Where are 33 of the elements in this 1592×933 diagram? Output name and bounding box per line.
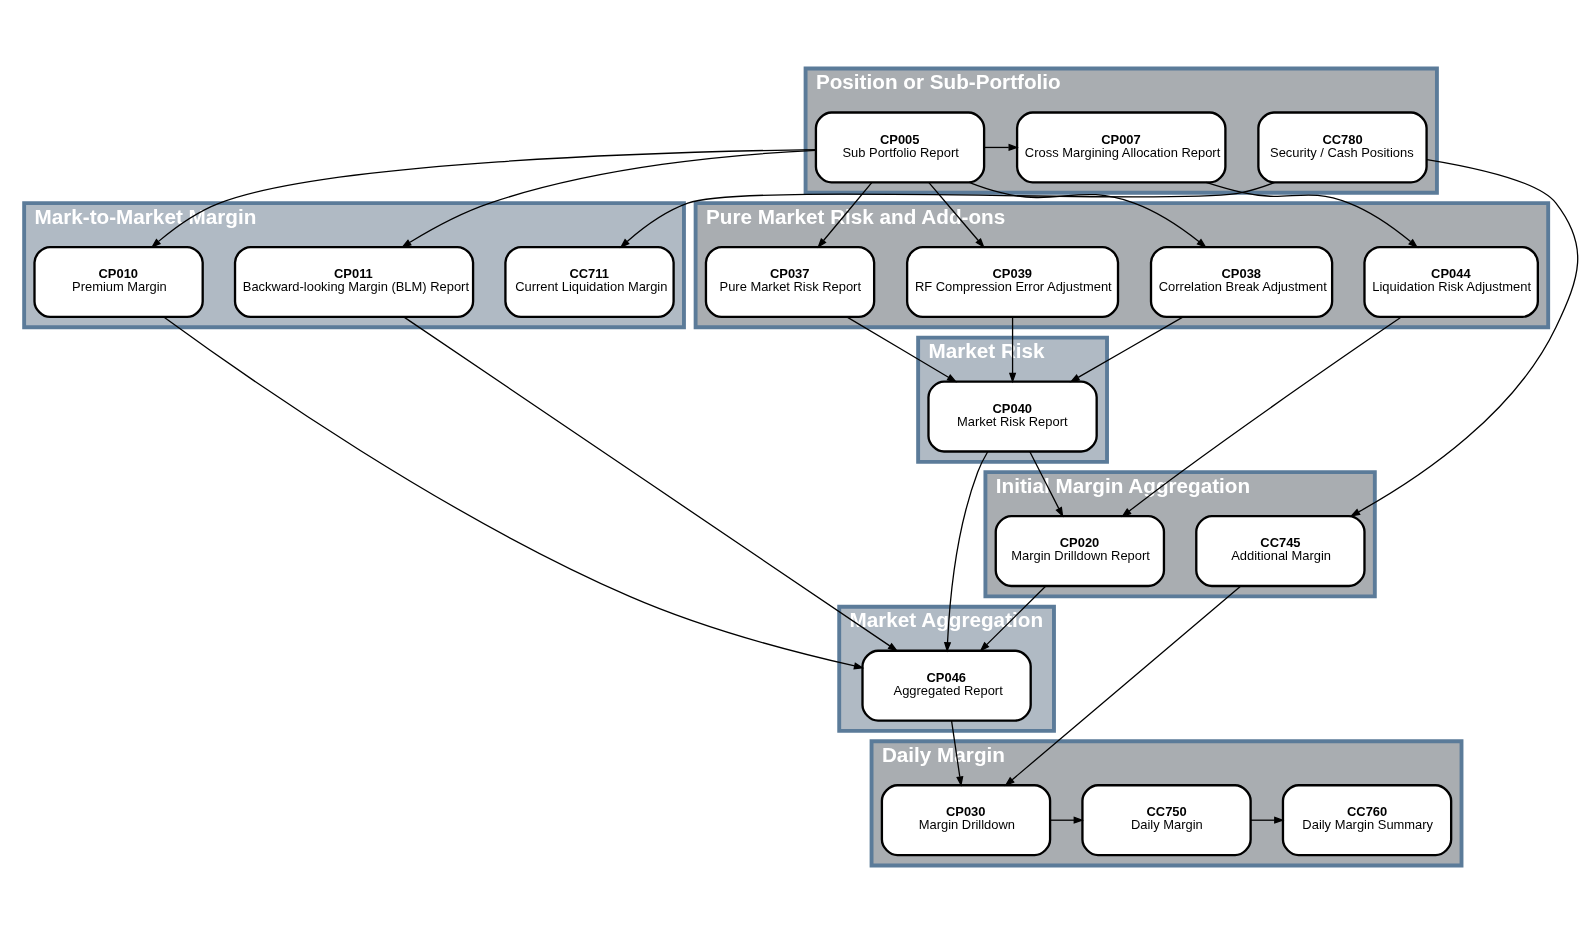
arrow bbox=[619, 181, 1276, 248]
node-box: CP010 Premium Margin bbox=[33, 245, 204, 318]
node-box: CP040 Market Risk Report bbox=[927, 379, 1098, 453]
node-box: CP005 Sub Portfolio Report bbox=[814, 110, 986, 184]
arrow bbox=[1349, 158, 1579, 517]
node-box: CP020 Margin Drilldown Report bbox=[994, 514, 1166, 587]
arrow bbox=[1069, 315, 1184, 382]
arrow bbox=[983, 143, 1019, 151]
arrow bbox=[1121, 315, 1402, 517]
arrow bbox=[403, 316, 899, 652]
arrow bbox=[1049, 816, 1084, 824]
node-box: CP007 Cross Margining Allocation Report bbox=[1015, 110, 1227, 184]
node-box: CC780 Security / Cash Positions bbox=[1257, 110, 1428, 184]
node-box: CP030 Margin Drilldown bbox=[880, 783, 1052, 856]
arrow bbox=[846, 315, 958, 382]
arrow bbox=[163, 315, 865, 669]
arrow bbox=[401, 149, 817, 248]
arrow bbox=[1004, 585, 1242, 786]
node-box: CP039 RF Compression Error Adjustment bbox=[905, 245, 1120, 318]
node-box: CP046 Aggregated Report bbox=[861, 649, 1032, 722]
node-box: CC760 Daily Margin Summary bbox=[1281, 783, 1453, 856]
arrow bbox=[1205, 181, 1419, 248]
arrow bbox=[150, 148, 817, 248]
arrow bbox=[968, 181, 1207, 248]
node-box: CP011 Backward-looking Margin (BLM) Report bbox=[233, 245, 475, 318]
node-box: CP037 Pure Market Risk Report bbox=[704, 245, 876, 318]
node-box: CC745 Additional Margin bbox=[1195, 514, 1366, 587]
arrow bbox=[817, 181, 873, 248]
node-box: CC711 Current Liquidation Margin bbox=[504, 245, 675, 318]
node-box: CP044 Liquidation Risk Adjustment bbox=[1363, 245, 1539, 318]
arrow bbox=[1250, 816, 1285, 824]
node-box: CC750 Daily Margin bbox=[1081, 783, 1252, 856]
node-box: CP038 Correlation Break Adjustment bbox=[1149, 245, 1334, 318]
